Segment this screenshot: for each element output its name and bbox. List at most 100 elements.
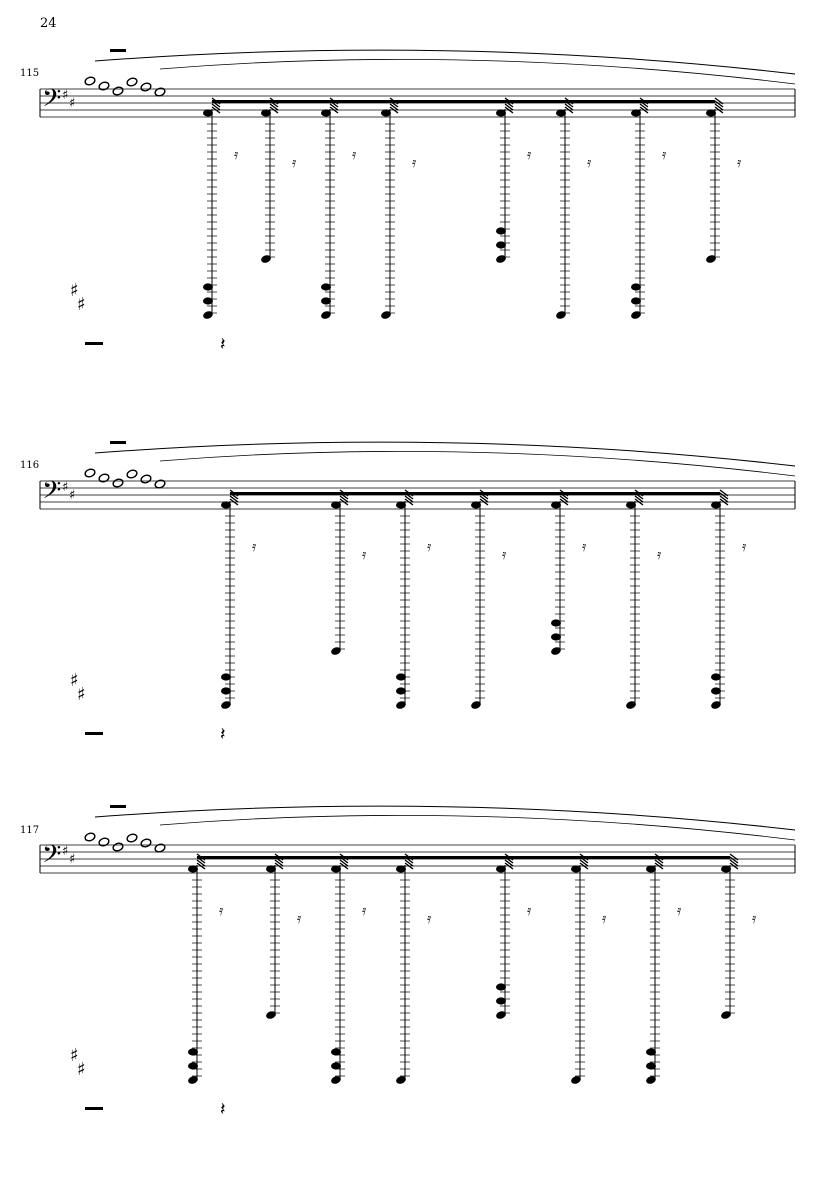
whole-rest-icon [85,1107,103,1110]
sharp-icon: ♯ [70,670,79,691]
measure-number: 117 [20,825,40,836]
sharp-icon: ♯ [69,852,75,867]
note-head [98,473,110,483]
sharp-icon: ♯ [77,684,86,705]
note-head [188,1048,198,1056]
note-head [321,109,331,117]
note-head [396,687,406,695]
flag [579,862,589,870]
flag [634,495,644,503]
note-head [321,283,331,291]
rest-icon: 𝄿 [582,539,587,555]
note-head [496,1011,506,1019]
slur [159,814,796,841]
note-head [331,647,341,655]
flag [559,498,569,506]
flag [211,106,221,114]
sharp-icon: ♯ [62,844,68,859]
note-head [261,109,271,117]
bass-clef-icon: 𝄢 [42,84,61,119]
slur [159,450,796,477]
note-head [706,255,716,263]
note-head [126,77,138,87]
note-head [631,283,641,291]
note-head [571,865,581,873]
rest-icon [110,805,126,808]
slur [159,58,796,85]
rest-icon: 𝄿 [362,547,367,563]
rest-icon: 𝄿 [502,547,507,563]
note-head [112,842,124,852]
flag [389,103,399,111]
flag [269,103,279,111]
note-head [471,701,481,709]
note-head [331,1048,341,1056]
note-head [84,832,96,842]
note-head [496,983,506,991]
note-head [140,82,152,92]
flag [389,106,399,114]
flag [729,862,739,870]
rest-icon: 𝄿 [657,547,662,563]
note-head [711,673,721,681]
flag [504,103,514,111]
note-head [154,843,166,853]
flag [654,862,664,870]
flag [719,495,729,503]
note-head [496,241,506,249]
rest-icon: 𝄿 [412,155,417,171]
note-head [221,687,231,695]
note-head [188,1062,198,1070]
measure-number: 115 [20,68,40,79]
flag [229,495,239,503]
flag [564,103,574,111]
note-head [112,478,124,488]
note-head [711,687,721,695]
rest-icon: 𝄿 [527,903,532,919]
note-head [631,297,641,305]
note-head [496,227,506,235]
flag [714,97,724,105]
flag [729,859,739,867]
note-head [331,1062,341,1070]
flag [274,862,284,870]
rest-icon: 𝄿 [427,911,432,927]
note-head [221,701,231,709]
page-number: 24 [40,16,57,31]
rest-icon: 𝄿 [292,155,297,171]
note-head [203,311,213,319]
rest-icon: 𝄿 [662,147,667,163]
note-head [711,501,721,509]
bass-clef-icon: 𝄢 [42,840,61,875]
rest-icon: 𝄿 [427,539,432,555]
note-head [188,865,198,873]
rest-icon: 𝄿 [527,147,532,163]
flag [211,103,221,111]
beam [197,856,730,859]
rest-icon: 𝄿 [677,903,682,919]
note-head [626,701,636,709]
note-head [126,469,138,479]
beam [212,100,715,103]
bass-clef-icon: 𝄢 [42,476,61,511]
note-head [396,501,406,509]
note-head [203,109,213,117]
note-head [706,109,716,117]
flag [634,498,644,506]
note-head [711,701,721,709]
flag [564,106,574,114]
note-head [84,468,96,478]
note-head [551,633,561,641]
slur [94,49,796,75]
note-head [381,311,391,319]
flag [504,106,514,114]
note-head [626,501,636,509]
note-head [551,619,561,627]
note-head [471,501,481,509]
note-head [331,1076,341,1084]
note-head [140,838,152,848]
rest-icon [110,441,126,444]
note-head [396,1076,406,1084]
flag [719,489,729,497]
sharp-icon: ♯ [77,1059,86,1080]
